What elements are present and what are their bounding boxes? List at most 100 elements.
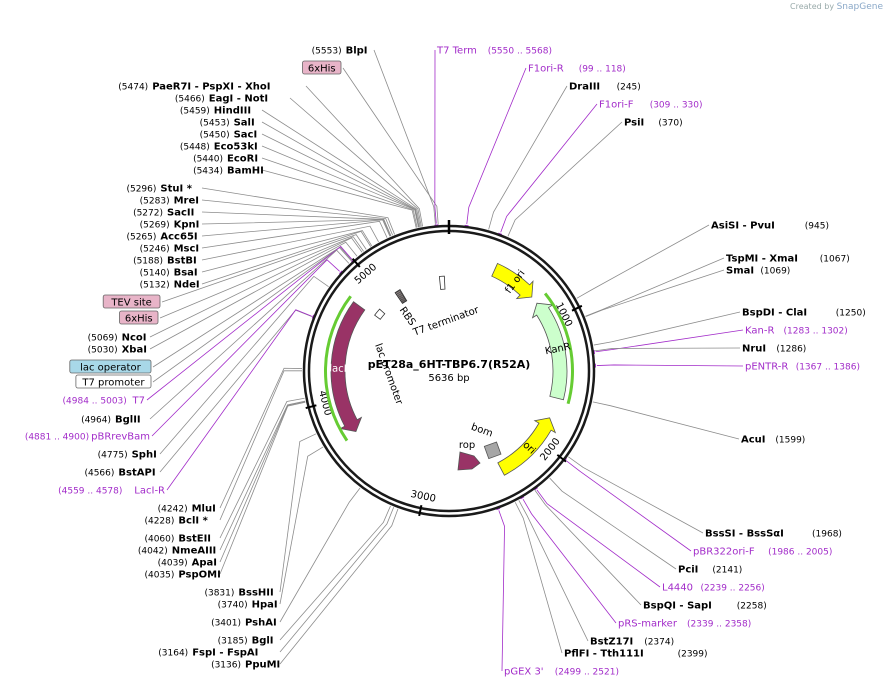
snapgene-credit: Created by SnapGene <box>790 2 883 12</box>
feature-rbs-label: RBS <box>397 305 417 328</box>
plasmid-center-label: pET28a_6HT-TBP6.7(R52A) 5636 bp <box>368 358 531 384</box>
primer-f1ori-f-309-330-label[interactable]: F1ori-F(309 .. 330) <box>599 100 703 111</box>
enzyme-ndei-5132-label[interactable]: NdeI(5132) <box>140 280 200 291</box>
feature-tev-site-19-label[interactable]: TEV site <box>102 294 161 309</box>
enzyme-eco53ki-5448-position: (5448) <box>180 143 210 153</box>
feature-6xhis-1-label[interactable]: 6xHis <box>302 60 342 75</box>
enzyme-nmeaiii-4042-label[interactable]: NmeAIII(4042) <box>138 546 216 557</box>
primer-prs-marker-2339-2358-range: (2339 .. 2358) <box>687 620 751 630</box>
feature-f1-ori-arrow[interactable] <box>491 262 534 300</box>
enzyme-fspi-fspai-3164-connector <box>279 507 395 653</box>
enzyme-sacii-5272-label[interactable]: SacII(5272) <box>133 208 194 219</box>
enzyme-bspdi-clai-1250-connector <box>593 311 741 346</box>
enzyme-eagi-noti-5466-label[interactable]: EagI - NotI(5466) <box>175 94 268 105</box>
enzyme-nrui-1286-label[interactable]: NruI(1286) <box>742 344 806 355</box>
enzyme-draiii-245-label[interactable]: DraIII(245) <box>569 82 641 93</box>
enzyme-sali-5453-position: (5453) <box>200 119 230 129</box>
enzyme-bgli-3185-label[interactable]: BglI(3185) <box>218 636 274 647</box>
enzyme-bstz17i-2374-label[interactable]: BstZ17I(2374) <box>590 637 674 648</box>
enzyme-pshai-3401-label[interactable]: PshAI(3401) <box>211 618 277 629</box>
enzyme-ppumi-3136-position: (3136) <box>211 661 241 671</box>
enzyme-acui-1599-connector <box>592 401 740 440</box>
feature-rop-arrow[interactable] <box>457 451 481 471</box>
enzyme-bglii-4964-label[interactable]: BglII(4964) <box>81 415 141 426</box>
primer-pgex-3-2499-2521-label[interactable]: pGEX 3'(2499 .. 2521) <box>504 667 619 678</box>
enzyme-saci-5450-label[interactable]: SacI(5450) <box>200 130 258 141</box>
enzyme-bsteii-4060-label[interactable]: BstEII(4060) <box>144 534 211 545</box>
enzyme-stui-5296-name: StuI * <box>160 184 192 195</box>
primer-laci-r-4559-4578-label[interactable]: LacI-R(4559 .. 4578) <box>58 486 165 497</box>
enzyme-bstapi-4566-label[interactable]: BstAPI(4566) <box>84 468 155 479</box>
enzyme-bcli-4228-label[interactable]: BclI *(4228) <box>144 516 208 527</box>
enzyme-blpi-5553-position: (5553) <box>312 47 342 57</box>
enzyme-stui-5296-label[interactable]: StuI *(5296) <box>126 184 192 195</box>
primer-f1ori-r-99-118-label[interactable]: F1ori-R(99 .. 118) <box>528 64 626 75</box>
enzyme-msci-5246-name: MscI <box>174 244 200 255</box>
enzyme-sphi-4775-label[interactable]: SphI(4775) <box>98 450 157 461</box>
enzyme-mlui-4242-label[interactable]: MluI(4242) <box>158 504 216 515</box>
enzyme-ppumi-3136-label[interactable]: PpuMI(3136) <box>211 660 280 671</box>
enzyme-apai-4039-label[interactable]: ApaI(4039) <box>158 558 217 569</box>
enzyme-smai-1069-label[interactable]: SmaI(1069) <box>726 266 790 277</box>
primer-t7-term-5550-5568-label[interactable]: T7 Term(5550 .. 5568) <box>436 46 552 57</box>
enzyme-draiii-245-position: (245) <box>617 83 641 93</box>
enzyme-bsai-5140-label[interactable]: BsaI(5140) <box>140 268 198 279</box>
feature-lac-promoter-box[interactable] <box>374 308 386 320</box>
enzyme-bsteii-4060-name: BstEII <box>178 534 211 545</box>
primer-pbrrevbam-4881-4900-label[interactable]: pBRrevBam(4881 .. 4900) <box>25 432 150 443</box>
feature-kanr-arrow[interactable] <box>531 302 568 401</box>
enzyme-mrei-5283-label[interactable]: MreI(5283) <box>140 196 199 207</box>
enzyme-ecori-5440-label[interactable]: EcoRI(5440) <box>193 154 258 165</box>
enzyme-paer7i-pspxi-xhoi-5474-label[interactable]: PaeR7I - PspXI - XhoI(5474) <box>118 82 270 93</box>
enzyme-eco53ki-5448-label[interactable]: Eco53kI(5448) <box>180 142 258 153</box>
enzyme-kpni-5269-label[interactable]: KpnI(5269) <box>140 220 200 231</box>
primer-pbr322ori-f-1986-2005-label[interactable]: pBR322ori-F(1986 .. 2005) <box>693 547 832 558</box>
enzyme-tspmi-xmai-1067-label[interactable]: TspMI - XmaI(1067) <box>726 254 850 265</box>
backbone-inner-circle <box>307 229 591 513</box>
feature-6xhis-20-label[interactable]: 6xHis <box>119 310 159 325</box>
enzyme-nrui-1286-name: NruI <box>742 344 766 355</box>
enzyme-bspqi-sapi-2258-label[interactable]: BspQI - SapI(2258) <box>643 601 767 612</box>
feature-ori-arrow[interactable] <box>497 417 557 476</box>
enzyme-msci-5246-label[interactable]: MscI(5246) <box>140 244 200 255</box>
enzyme-asisi-pvui-945-label[interactable]: AsiSI - PvuI(945) <box>711 221 829 232</box>
primer-prs-marker-2339-2358-label[interactable]: pRS-marker(2339 .. 2358) <box>618 619 751 630</box>
enzyme-psii-370-label[interactable]: PsiI(370) <box>624 118 683 129</box>
enzyme-sphi-4775-connector <box>159 275 329 455</box>
enzyme-bstbi-5188-label[interactable]: BstBI(5188) <box>133 256 197 267</box>
primer-l4440-2239-2256-name: L4440 <box>662 583 693 594</box>
enzyme-acc65i-5265-label[interactable]: Acc65I(5265) <box>126 232 197 243</box>
enzyme-bglii-4964-connector <box>149 249 350 420</box>
enzyme-hindiii-5459-label[interactable]: HindIII(5459) <box>180 106 251 117</box>
enzyme-ncoi-5069-label[interactable]: NcoI(5069) <box>88 333 147 344</box>
feature-t7-promoter-24-name: T7 promoter <box>81 378 145 389</box>
enzyme-pcii-2141-label[interactable]: PciI(2141) <box>678 565 742 576</box>
primer-kan-r-1283-1302-label[interactable]: Kan-R(1283 .. 1302) <box>745 326 848 337</box>
enzyme-pflfi-tth111i-2399-name: PflFI - Tth111I <box>564 649 644 660</box>
enzyme-pspomi-4035-label[interactable]: PspOMI(4035) <box>144 570 220 581</box>
feature-6xhis-1-box <box>302 60 342 75</box>
primer-pentr-r-1367-1386-label[interactable]: pENTR-R(1367 .. 1386) <box>745 362 860 373</box>
enzyme-xbai-5030-label[interactable]: XbaI(5030) <box>88 345 147 356</box>
enzyme-hpai-3740-label[interactable]: HpaI(3740) <box>218 600 278 611</box>
enzyme-saci-5450-connector <box>261 133 420 228</box>
enzyme-blpi-5553-label[interactable]: BlpI(5553) <box>312 46 368 57</box>
enzyme-bamhi-5434-label[interactable]: BamHI(5434) <box>193 166 264 177</box>
enzyme-bsssi-bsss-i-1968-label[interactable]: BssSI - BssSαI(1968) <box>705 529 842 540</box>
enzyme-bstbi-5188-name: BstBI <box>167 256 197 267</box>
primer-t7-4984-5003-label[interactable]: T7(4984 .. 5003) <box>63 396 145 407</box>
tick-mark-4000 <box>305 404 317 410</box>
enzyme-bspdi-clai-1250-label[interactable]: BspDI - ClaI(1250) <box>742 308 866 319</box>
enzyme-bsshii-3831-label[interactable]: BssHII(3831) <box>204 588 273 599</box>
enzyme-nmeaiii-4042-position: (4042) <box>138 547 168 557</box>
primer-l4440-2239-2256-label[interactable]: L4440(2239 .. 2256) <box>662 583 765 594</box>
feature-laci-arrow[interactable] <box>330 301 366 432</box>
feature-bom-box[interactable] <box>483 441 502 460</box>
enzyme-fspi-fspai-3164-label[interactable]: FspI - FspAI(3164) <box>158 648 258 659</box>
feature-lac-operator-23-label[interactable]: lac operator <box>69 359 152 374</box>
enzyme-pflfi-tth111i-2399-label[interactable]: PflFI - Tth111I(2399) <box>564 649 708 660</box>
enzyme-sali-5453-label[interactable]: SalI(5453) <box>200 118 255 129</box>
feature-t7-terminator-box[interactable] <box>438 275 446 290</box>
enzyme-acui-1599-label[interactable]: AcuI(1599) <box>741 435 805 446</box>
feature-t7-promoter-24-label[interactable]: T7 promoter <box>75 374 152 389</box>
